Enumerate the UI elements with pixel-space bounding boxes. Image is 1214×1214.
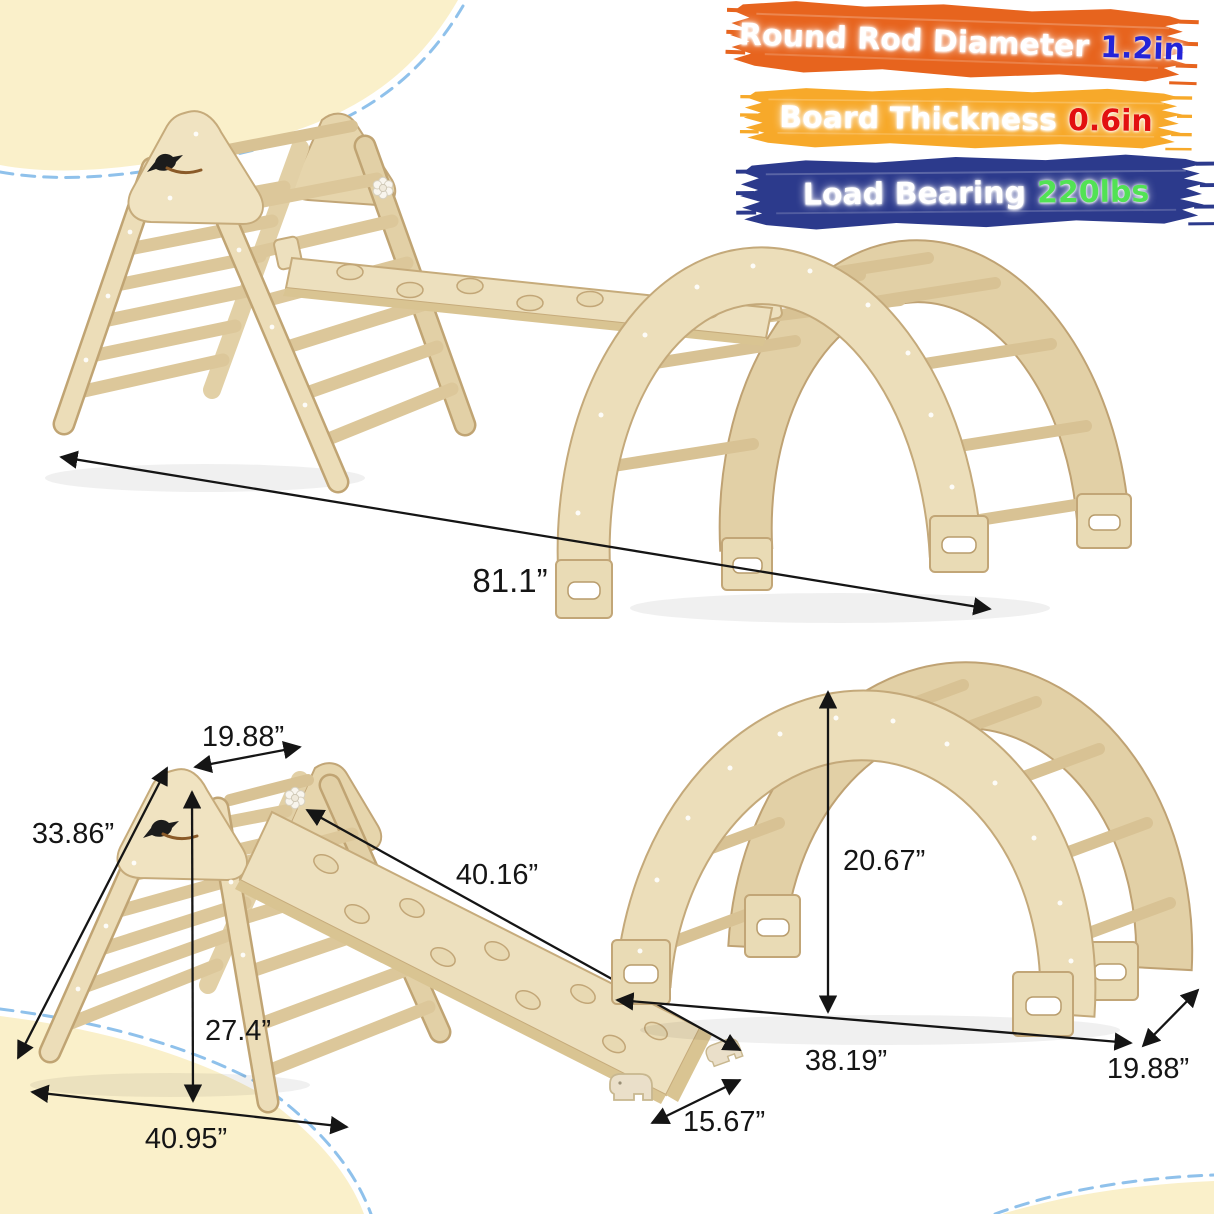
arch2-front-band	[614, 689, 1097, 1018]
dim-line-triangle-base	[30, 1084, 349, 1135]
dim-label-arch-height: 20.67”	[843, 845, 925, 877]
wave-top-left	[0, 0, 458, 171]
spec-label: Board Thickness	[779, 99, 1058, 138]
dim-line-arch-base	[615, 992, 1133, 1051]
dim-line-overall-length	[59, 450, 992, 616]
dim-label-triangle-base: 40.95”	[145, 1123, 227, 1155]
dim-line-triangle-top-width	[193, 741, 302, 773]
elephant-foot-icon	[609, 1073, 653, 1101]
dim-line-triangle-side	[16, 766, 169, 1060]
triangle-slide-figure: 19.88” 33.86” 40.16” 27.4” 40.95” 15.67”	[16, 721, 765, 1155]
spec-value: 220lbs	[1036, 173, 1150, 210]
dim-label-arch-depth: 19.88”	[1107, 1053, 1189, 1085]
dim-label-triangle-inner-height: 27.4”	[205, 1015, 271, 1047]
triangle-front-panel	[127, 110, 264, 226]
dim-label-overall-length: 81.1”	[472, 562, 547, 599]
dim-label-arch-base: 38.19”	[805, 1045, 887, 1077]
dim-label-triangle-side: 33.86”	[32, 818, 114, 850]
dim-label-ramp-length: 40.16”	[456, 859, 538, 891]
spec-value: 1.2in	[1099, 29, 1186, 68]
dim-label-triangle-top-width: 19.88”	[202, 721, 284, 753]
dim-label-slide-width: 15.67”	[683, 1106, 765, 1138]
arch2-back-feet	[744, 894, 1139, 1001]
spec-label: Load Bearing	[802, 175, 1027, 213]
dim-line-arch-depth	[1141, 988, 1200, 1048]
wave-top-left-dashed-border	[0, 4, 465, 179]
wave-bottom-right-dashed-border	[993, 1173, 1214, 1214]
flower-knob-icon	[372, 176, 394, 200]
bird-decal-icon	[147, 153, 203, 175]
wave-bottom-right	[1002, 1181, 1214, 1214]
arch2-screws	[637, 715, 1074, 964]
spec-value: 0.6in	[1067, 102, 1153, 139]
assembly-illustration: 81.1”	[45, 110, 1132, 623]
dim-line-slide-width	[650, 1078, 742, 1125]
arch-figure: 20.67” 38.19” 19.88”	[611, 661, 1200, 1085]
flower-knob-icon	[284, 786, 306, 810]
dim-line-triangle-inner-height	[182, 790, 203, 1103]
